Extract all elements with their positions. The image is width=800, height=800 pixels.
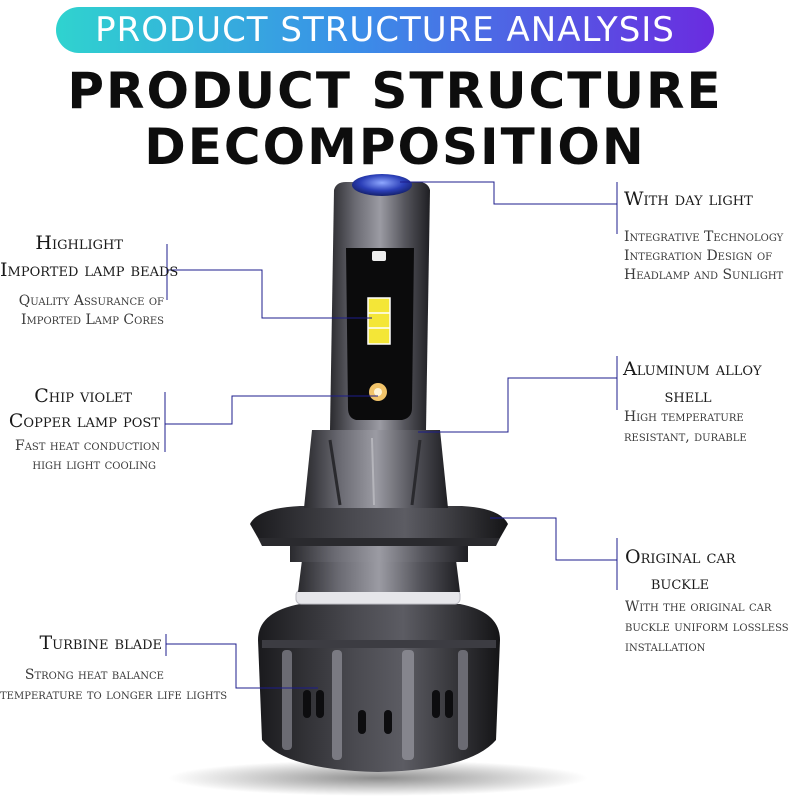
callout-shell-heading-2: shell (664, 385, 712, 407)
callout-chip-heading-2: Copper lamp post (8, 410, 160, 432)
callout-highlight-heading-2: Imported lamp beads (0, 259, 179, 281)
daylight-lens (352, 174, 412, 196)
callout-buckle-heading-1: Original car (625, 546, 736, 568)
title-line-1: PRODUCT STRUCTURE (67, 62, 723, 120)
callout-chip-desc-1: Fast heat conduction (15, 438, 160, 454)
callout-shell-desc-2: resistant, durable (624, 429, 747, 445)
led-board (346, 248, 414, 420)
callout-daylight-desc-3: Headlamp and Sunlight (624, 267, 784, 283)
callout-buckle-desc-3: installation (625, 639, 706, 655)
callout-highlight-heading-1: Highlight (35, 232, 123, 254)
title-line-2: DECOMPOSITION (144, 118, 646, 176)
callout-buckle-heading-2: buckle (650, 572, 710, 594)
callout-chip-heading-1: Chip violet (34, 385, 132, 407)
banner-text: PRODUCT STRUCTURE ANALYSIS (95, 10, 675, 50)
callout-chip-desc-2: high light cooling (32, 457, 156, 473)
leader-lines (164, 181, 618, 689)
white-ring (295, 589, 461, 605)
callout-highlight-desc-1: Quality Assurance of (18, 293, 164, 309)
callout-turbine-desc-2: temperature to longer life lights (0, 687, 228, 703)
floor-shadow (168, 760, 588, 796)
callout-daylight-desc-2: Integration Design of (624, 248, 773, 264)
callout-highlight-desc-2: Imported Lamp Cores (20, 312, 164, 328)
turbine-base (258, 604, 500, 772)
callout-daylight-desc-1: Integrative Technology (624, 229, 784, 245)
callout-shell-desc-1: High temperature (624, 409, 744, 425)
callout-daylight-heading: With day light (624, 188, 753, 210)
car-buckle (250, 506, 508, 562)
callout-shell-heading-1: Aluminum alloy (623, 358, 762, 380)
callout-buckle-desc-2: buckle uniform lossless (625, 619, 789, 635)
callout-turbine-heading: Turbine blade (39, 632, 163, 654)
callout-buckle-desc-1: With the original car (625, 599, 772, 615)
callout-turbine-desc-1: Strong heat balance (24, 667, 164, 683)
header-banner: PRODUCT STRUCTURE ANALYSIS (56, 7, 714, 53)
